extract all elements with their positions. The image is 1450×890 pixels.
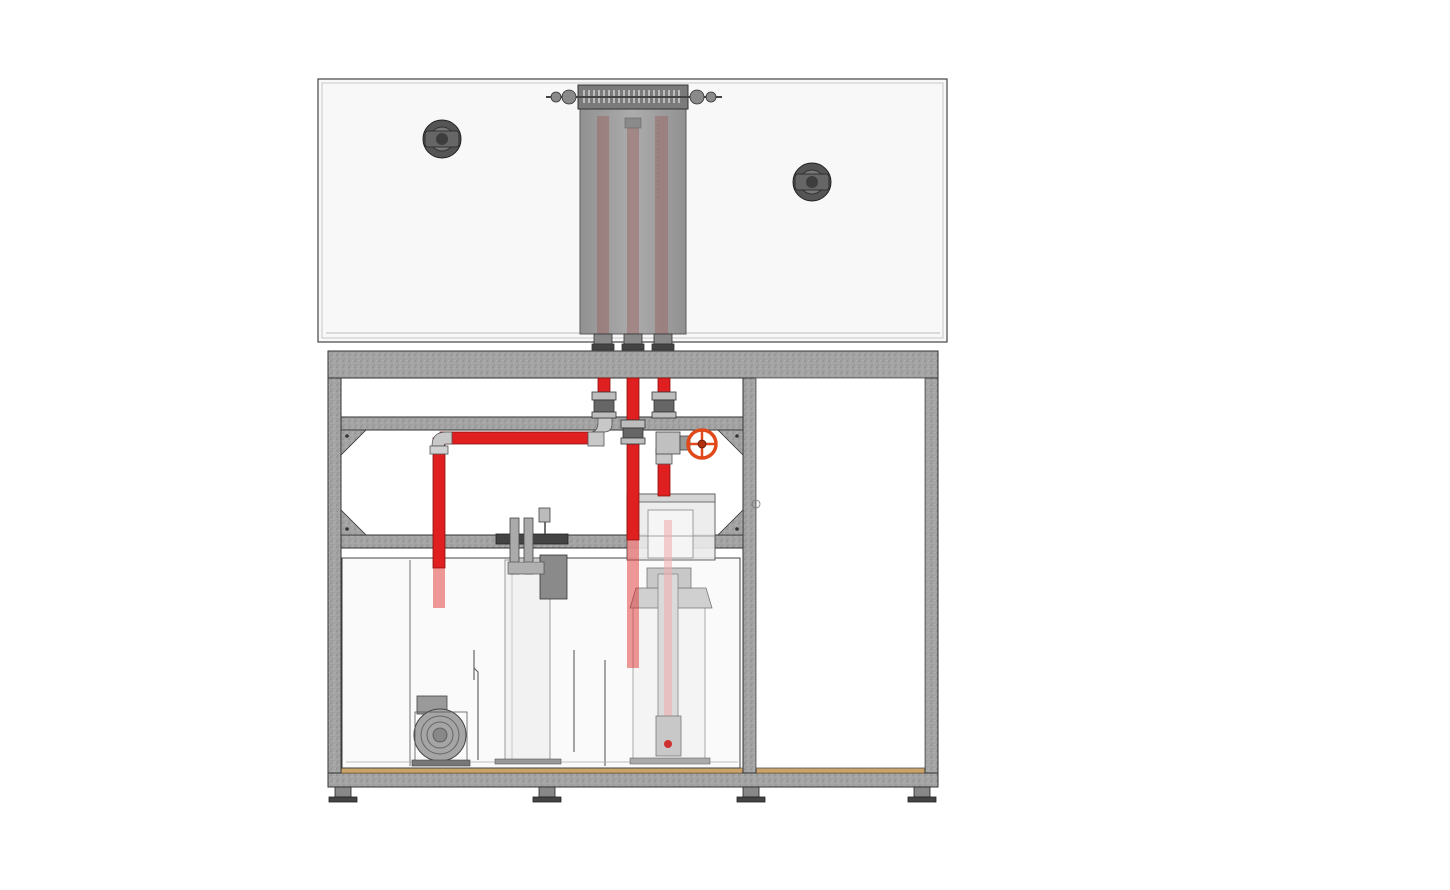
protein-skimmer xyxy=(494,507,569,765)
reactor xyxy=(629,520,713,765)
pipe-unions xyxy=(591,391,677,445)
powerhead-right xyxy=(792,162,832,202)
plumbing xyxy=(429,377,673,668)
return-pump xyxy=(411,695,471,767)
cabinet-stand xyxy=(327,350,939,788)
powerhead-left xyxy=(422,119,462,159)
adjustable-feet xyxy=(328,786,937,803)
gate-valve xyxy=(655,428,718,460)
overflow-box xyxy=(546,84,722,351)
